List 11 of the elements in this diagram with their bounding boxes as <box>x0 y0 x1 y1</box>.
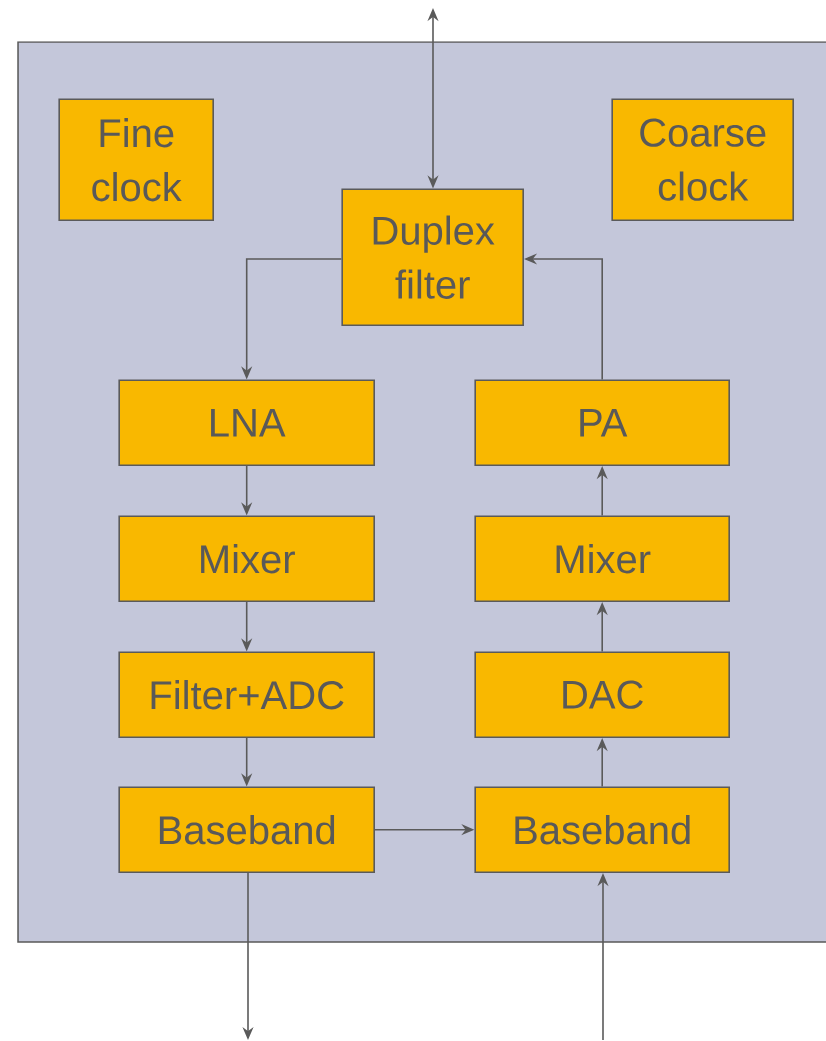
block-box: PA <box>474 379 730 466</box>
block-box: Mixer <box>118 515 375 602</box>
block-box: Mixer <box>474 515 730 602</box>
block-box: LNA <box>118 379 375 466</box>
block-box: Filter+ADC <box>118 651 375 738</box>
block-box: Fine clock <box>58 98 214 221</box>
block-box: Baseband <box>118 786 375 873</box>
block-box: Baseband <box>474 786 730 873</box>
block-box: DAC <box>474 651 730 738</box>
block-box: Coarse clock <box>611 98 794 221</box>
block-box: Duplex filter <box>341 188 524 326</box>
